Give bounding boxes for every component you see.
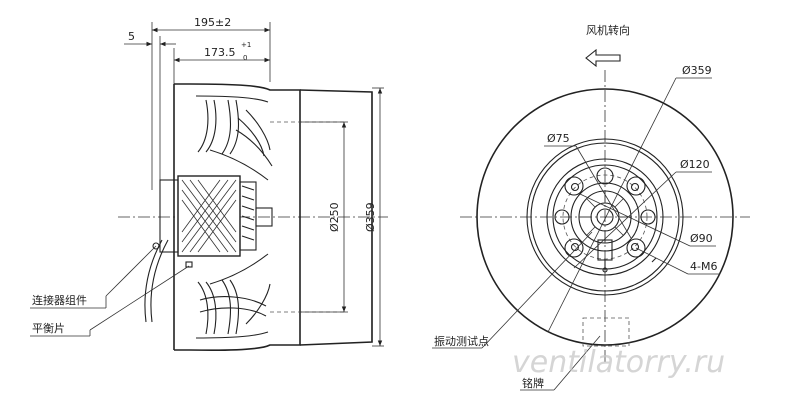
shroud-circle	[526, 138, 684, 296]
dim-body-tol-lower: 0	[243, 54, 247, 62]
leader-balance	[89, 265, 190, 331]
left-arrow-icon	[585, 48, 621, 68]
motor-body	[177, 175, 241, 257]
leader-bolt-circle	[579, 193, 691, 247]
impeller-shroud-inner	[195, 95, 269, 339]
leader-outer	[547, 77, 677, 333]
label-connector: 连接器组件	[32, 293, 87, 307]
dim-body-tol-upper: +1	[241, 41, 251, 49]
dim-body-text: 173.5	[204, 46, 236, 59]
hub-spokes	[579, 191, 631, 243]
label-balance: 平衡片	[32, 322, 65, 335]
mount-lobes	[554, 167, 656, 258]
shroud-circle-2	[530, 142, 680, 292]
outer-circle	[476, 88, 734, 346]
dim-inlet-text: Ø250	[328, 202, 341, 232]
bolt-circle	[562, 174, 648, 260]
leader-nameplate	[553, 335, 601, 391]
motor-circle	[546, 158, 664, 276]
label-vibration: 振动测试点	[434, 334, 489, 348]
dim-outer-front-text: Ø359	[682, 64, 712, 77]
label-thread: 4-M6	[690, 260, 717, 273]
leader-mount	[573, 171, 677, 269]
impeller-shroud	[189, 83, 301, 352]
blades-top	[197, 99, 273, 181]
shaft	[255, 207, 273, 227]
hub-circle	[570, 182, 640, 252]
dim-outer-text: Ø359	[364, 202, 377, 232]
leader-vibration	[481, 231, 593, 349]
dim-offset-text: 5	[128, 30, 135, 43]
dim-bolt-circle-text: Ø90	[690, 232, 713, 245]
dim-overall-text: 195±2	[194, 16, 231, 29]
leader-thread	[635, 247, 689, 275]
connector-pin-end	[602, 267, 608, 273]
front-view: 风机转向	[432, 23, 750, 391]
label-nameplate: 铭牌	[522, 376, 544, 390]
motor-fins	[241, 185, 255, 241]
dim-hub-text: Ø75	[547, 132, 570, 145]
balance-plate	[185, 261, 193, 268]
side-view: 195±2 5 173.5 +1 0	[30, 16, 388, 352]
motor-flange	[159, 179, 179, 253]
watermark: ventilatorry.ru	[512, 345, 725, 380]
dim-mount-text: Ø120	[680, 158, 710, 171]
blades-bottom	[197, 253, 271, 335]
leader-hub	[575, 145, 632, 239]
ring-tick	[651, 257, 657, 263]
connector-point	[152, 242, 160, 250]
leader-connector	[105, 245, 157, 297]
rotation-label: 风机转向	[586, 23, 630, 37]
center-circle-2	[596, 208, 614, 226]
motor-cross-pattern	[181, 179, 237, 253]
back-plate	[173, 83, 190, 351]
nameplate	[582, 317, 630, 347]
